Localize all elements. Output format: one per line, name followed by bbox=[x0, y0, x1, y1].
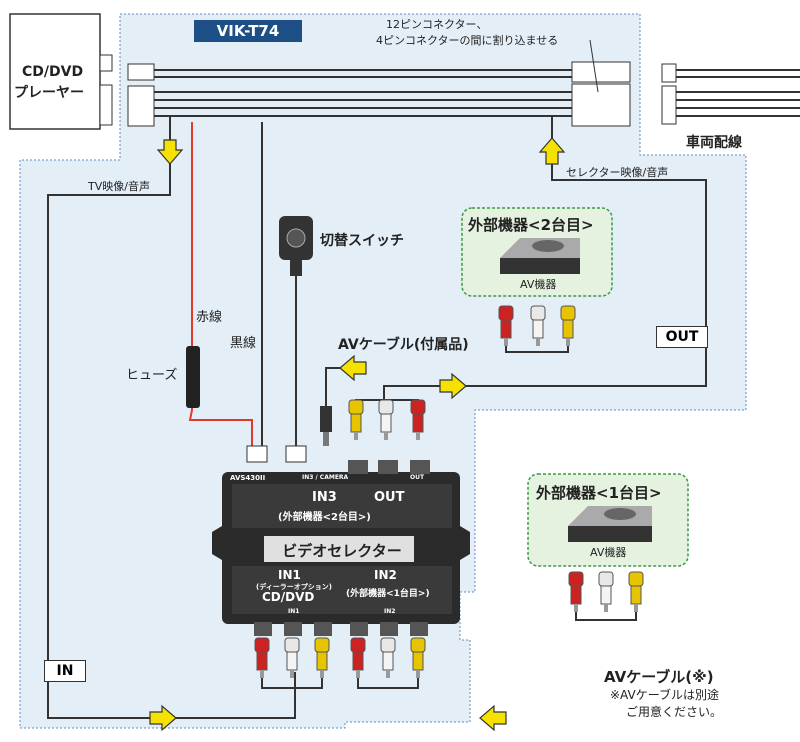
switch-connector bbox=[285, 445, 307, 463]
selector-in1-sub1: (ディーラーオプション) bbox=[256, 583, 332, 591]
selector-signal-label: セレクター映像/音声 bbox=[566, 166, 669, 179]
red-wire-label: 赤線 bbox=[196, 310, 223, 325]
av-cable-included-label: AVケーブル(付属品) bbox=[338, 337, 469, 353]
in-tag: IN bbox=[44, 660, 86, 682]
connector-4pin-left bbox=[127, 63, 155, 81]
player-label: プレーヤー bbox=[14, 85, 84, 101]
ext1-rca-yellow bbox=[628, 571, 644, 613]
selector-in1-small: IN1 bbox=[288, 608, 300, 615]
av-cable-note-title: AVケーブル(※) bbox=[604, 668, 714, 686]
harness-wires bbox=[154, 69, 572, 117]
vehicle-wiring-label: 車両配線 bbox=[686, 135, 742, 151]
selector-in3-camera: IN3 / CAMERA bbox=[302, 474, 349, 481]
arrow-right-icon bbox=[439, 372, 467, 400]
fuse-holder bbox=[186, 346, 200, 408]
ext-device-1-label: AV機器 bbox=[590, 546, 627, 559]
selector-in2: IN2 bbox=[374, 568, 397, 582]
selector-in2-small: IN2 bbox=[384, 608, 396, 615]
signal-arrows bbox=[149, 137, 566, 732]
selector-name: ビデオセレクター bbox=[282, 542, 402, 560]
ext-device-2-title: 外部機器<2台目> bbox=[468, 216, 594, 234]
selector-in3: IN3 bbox=[312, 490, 337, 505]
power-connector bbox=[246, 445, 268, 463]
insert-note-line1: 12ピンコネクター、 bbox=[386, 18, 488, 31]
in1-cable bbox=[261, 678, 323, 689]
red-wire bbox=[188, 122, 253, 448]
selector-body bbox=[212, 472, 470, 624]
switch-device bbox=[279, 216, 313, 448]
selector-signal-wire bbox=[383, 116, 707, 420]
install-region bbox=[19, 13, 747, 729]
included-cable-plug bbox=[320, 406, 332, 432]
av-cable-note-line1: ※AVケーブルは別途 bbox=[610, 688, 719, 702]
switch-label: 切替スイッチ bbox=[320, 233, 404, 249]
black-wire-label: 黒線 bbox=[230, 336, 257, 351]
ext-device-1-title: 外部機器<1台目> bbox=[536, 484, 662, 502]
ext-device-2-label: AV機器 bbox=[520, 278, 557, 291]
connector-12pin-right bbox=[571, 83, 631, 127]
connector-4pin-right bbox=[571, 61, 631, 83]
selector-in-jacks bbox=[254, 622, 428, 636]
product-title: VIK-T74 bbox=[194, 20, 302, 42]
cd-dvd-label: CD/DVD bbox=[22, 64, 84, 80]
arrow-down-icon bbox=[156, 139, 184, 165]
insert-note-line2: 4ピンコネクターの間に割り込ませる bbox=[376, 34, 559, 47]
ext-device-2-icon bbox=[500, 238, 580, 274]
tv-signal-label: TV映像/音声 bbox=[88, 180, 150, 193]
selector-model: AVS430II bbox=[230, 474, 266, 482]
selector-in3-sub: (外部機器<2台目>) bbox=[278, 512, 371, 523]
selector-out-small: OUT bbox=[410, 474, 425, 481]
out-tag: OUT bbox=[656, 326, 708, 348]
selector-out-jacks bbox=[348, 460, 430, 474]
selector-in1: IN1 bbox=[278, 568, 301, 582]
selector-in1-sub2: CD/DVD bbox=[262, 590, 315, 604]
tv-signal-wire bbox=[47, 116, 296, 719]
arrow-up-icon bbox=[538, 137, 566, 165]
arrow-left-icon bbox=[339, 354, 367, 382]
selector-out: OUT bbox=[374, 490, 405, 505]
selector-in2-sub: (外部機器<1台目>) bbox=[346, 589, 430, 599]
ext2-cable bbox=[505, 346, 569, 353]
connector-12pin-left bbox=[127, 85, 155, 127]
ext-device-1-icon bbox=[568, 506, 652, 542]
ext1-rca-red bbox=[568, 571, 584, 613]
in2-cable bbox=[357, 678, 419, 689]
av-cable-note-line2: ご用意ください。 bbox=[626, 705, 723, 719]
arrow-right-icon bbox=[149, 704, 177, 732]
fuse-label: ヒューズ bbox=[126, 368, 178, 383]
vehicle-wires bbox=[676, 69, 800, 117]
arrow-left-icon bbox=[479, 704, 507, 732]
ext1-rca-white bbox=[598, 571, 614, 613]
ext1-cable bbox=[575, 612, 637, 621]
